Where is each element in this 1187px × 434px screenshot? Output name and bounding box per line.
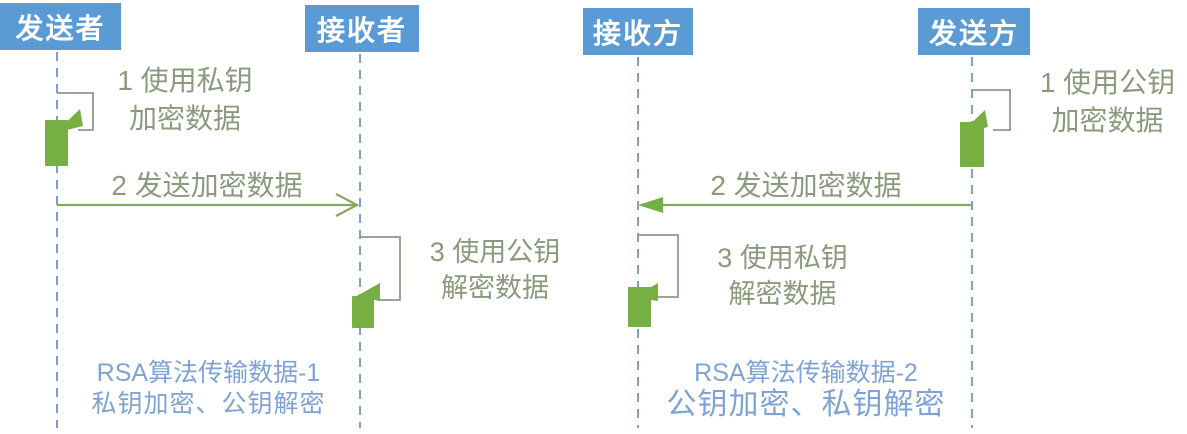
self-message-1-line1: 1 使用私钥 (117, 65, 253, 96)
transfer-message-2-label: 2 发送加密数据 (710, 170, 902, 201)
caption-2-subtitle: 公钥加密、私钥解密 (666, 388, 946, 421)
caption-2-title: RSA算法传输数据-2 (694, 359, 918, 387)
caption-1-title: RSA算法传输数据-1 (96, 359, 321, 387)
self-message-1-label: 1 使用私钥 加密数据 (105, 62, 265, 138)
activation-bar-receiver-2 (628, 287, 651, 327)
self-loop-encrypt-2 (972, 89, 1011, 131)
self-message-4-label: 1 使用公钥 加密数据 (1028, 64, 1187, 140)
activation-bar-sender-1 (45, 120, 68, 166)
self-message-1-line2: 加密数据 (128, 103, 241, 134)
caption-diagram-1: RSA算法传输数据-1 私钥加密、公钥解密 (57, 358, 360, 420)
self-loop-decrypt-2 (638, 234, 679, 298)
caption-diagram-2: RSA算法传输数据-2 公钥加密、私钥解密 (640, 358, 972, 422)
self-message-3-label: 3 使用公钥 解密数据 (415, 234, 575, 306)
activation-bar-receiver-1 (352, 296, 374, 328)
self-message-3-line2: 解密数据 (441, 273, 549, 303)
actor-box-sender-1: 发送者 (0, 3, 121, 50)
transfer-arrowhead-open-1 (335, 193, 360, 217)
self-message-6-label: 3 使用私钥 解密数据 (700, 240, 865, 312)
actor-box-sender-2: 发送方 (918, 8, 1030, 55)
self-message-3-line1: 3 使用公钥 (429, 237, 561, 267)
self-message-6-line2: 解密数据 (728, 279, 837, 309)
self-loop-decrypt-1 (360, 236, 401, 301)
self-message-4-line2: 加密数据 (1051, 105, 1164, 136)
self-loop-encrypt-1 (57, 92, 94, 131)
transfer-message-1-label: 2 发送加密数据 (111, 170, 303, 201)
self-message-4-line1: 1 使用公钥 (1039, 67, 1176, 98)
actor-box-receiver-1: 接收者 (305, 5, 419, 52)
transfer-arrowhead-filled-2 (638, 197, 663, 213)
self-message-6-line1: 3 使用私钥 (717, 243, 848, 273)
activation-bar-sender-2 (960, 122, 984, 167)
caption-1-subtitle: 私钥加密、公钥解密 (91, 390, 326, 418)
actor-box-receiver-2: 接收方 (583, 8, 693, 55)
